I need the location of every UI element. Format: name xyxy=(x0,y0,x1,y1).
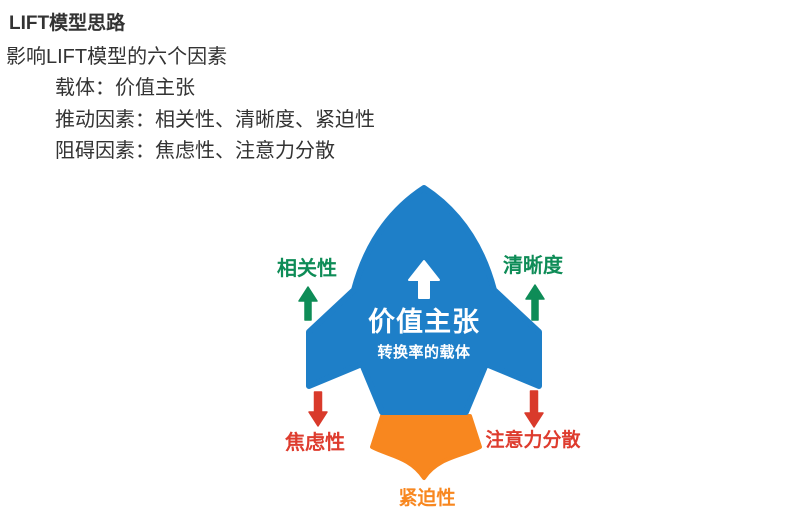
distraction-label: 注意力分散 xyxy=(485,428,580,451)
flame-shape xyxy=(370,414,482,480)
rocket-body-shape xyxy=(306,185,542,415)
lift-model-diagram: 价值主张 转换率的载体 相关性 清晰度 焦虑性 注意力分散 紧迫性 xyxy=(277,185,581,509)
page-title: LIFT模型思路 xyxy=(9,13,126,34)
clarity-label: 清晰度 xyxy=(503,253,564,277)
intro-text: 影响LIFT模型的六个因素 xyxy=(6,46,228,68)
relevance-label: 相关性 xyxy=(277,256,337,280)
anxiety-down-arrow-icon xyxy=(308,391,328,427)
relevance-up-arrow-icon xyxy=(298,286,318,321)
distraction-down-arrow-icon xyxy=(524,390,544,428)
factor-list: 载体：价值主张 推动因素：相关性、清晰度、紧迫性 阻碍因素：焦虑性、注意力分散 xyxy=(55,73,375,168)
factor-drivers: 推动因素：相关性、清晰度、紧迫性 xyxy=(55,108,375,131)
center-up-arrow-icon xyxy=(408,260,440,299)
carrier-subtitle: 转换率的载体 xyxy=(377,343,471,361)
factor-carrier: 载体：价值主张 xyxy=(55,77,195,99)
anxiety-label: 焦虑性 xyxy=(285,430,345,454)
clarity-up-arrow-icon xyxy=(525,284,545,321)
urgency-label: 紧迫性 xyxy=(398,486,455,509)
factor-inhibitors: 阻碍因素：焦虑性、注意力分散 xyxy=(55,140,335,162)
value-proposition-title: 价值主张 xyxy=(368,307,480,337)
